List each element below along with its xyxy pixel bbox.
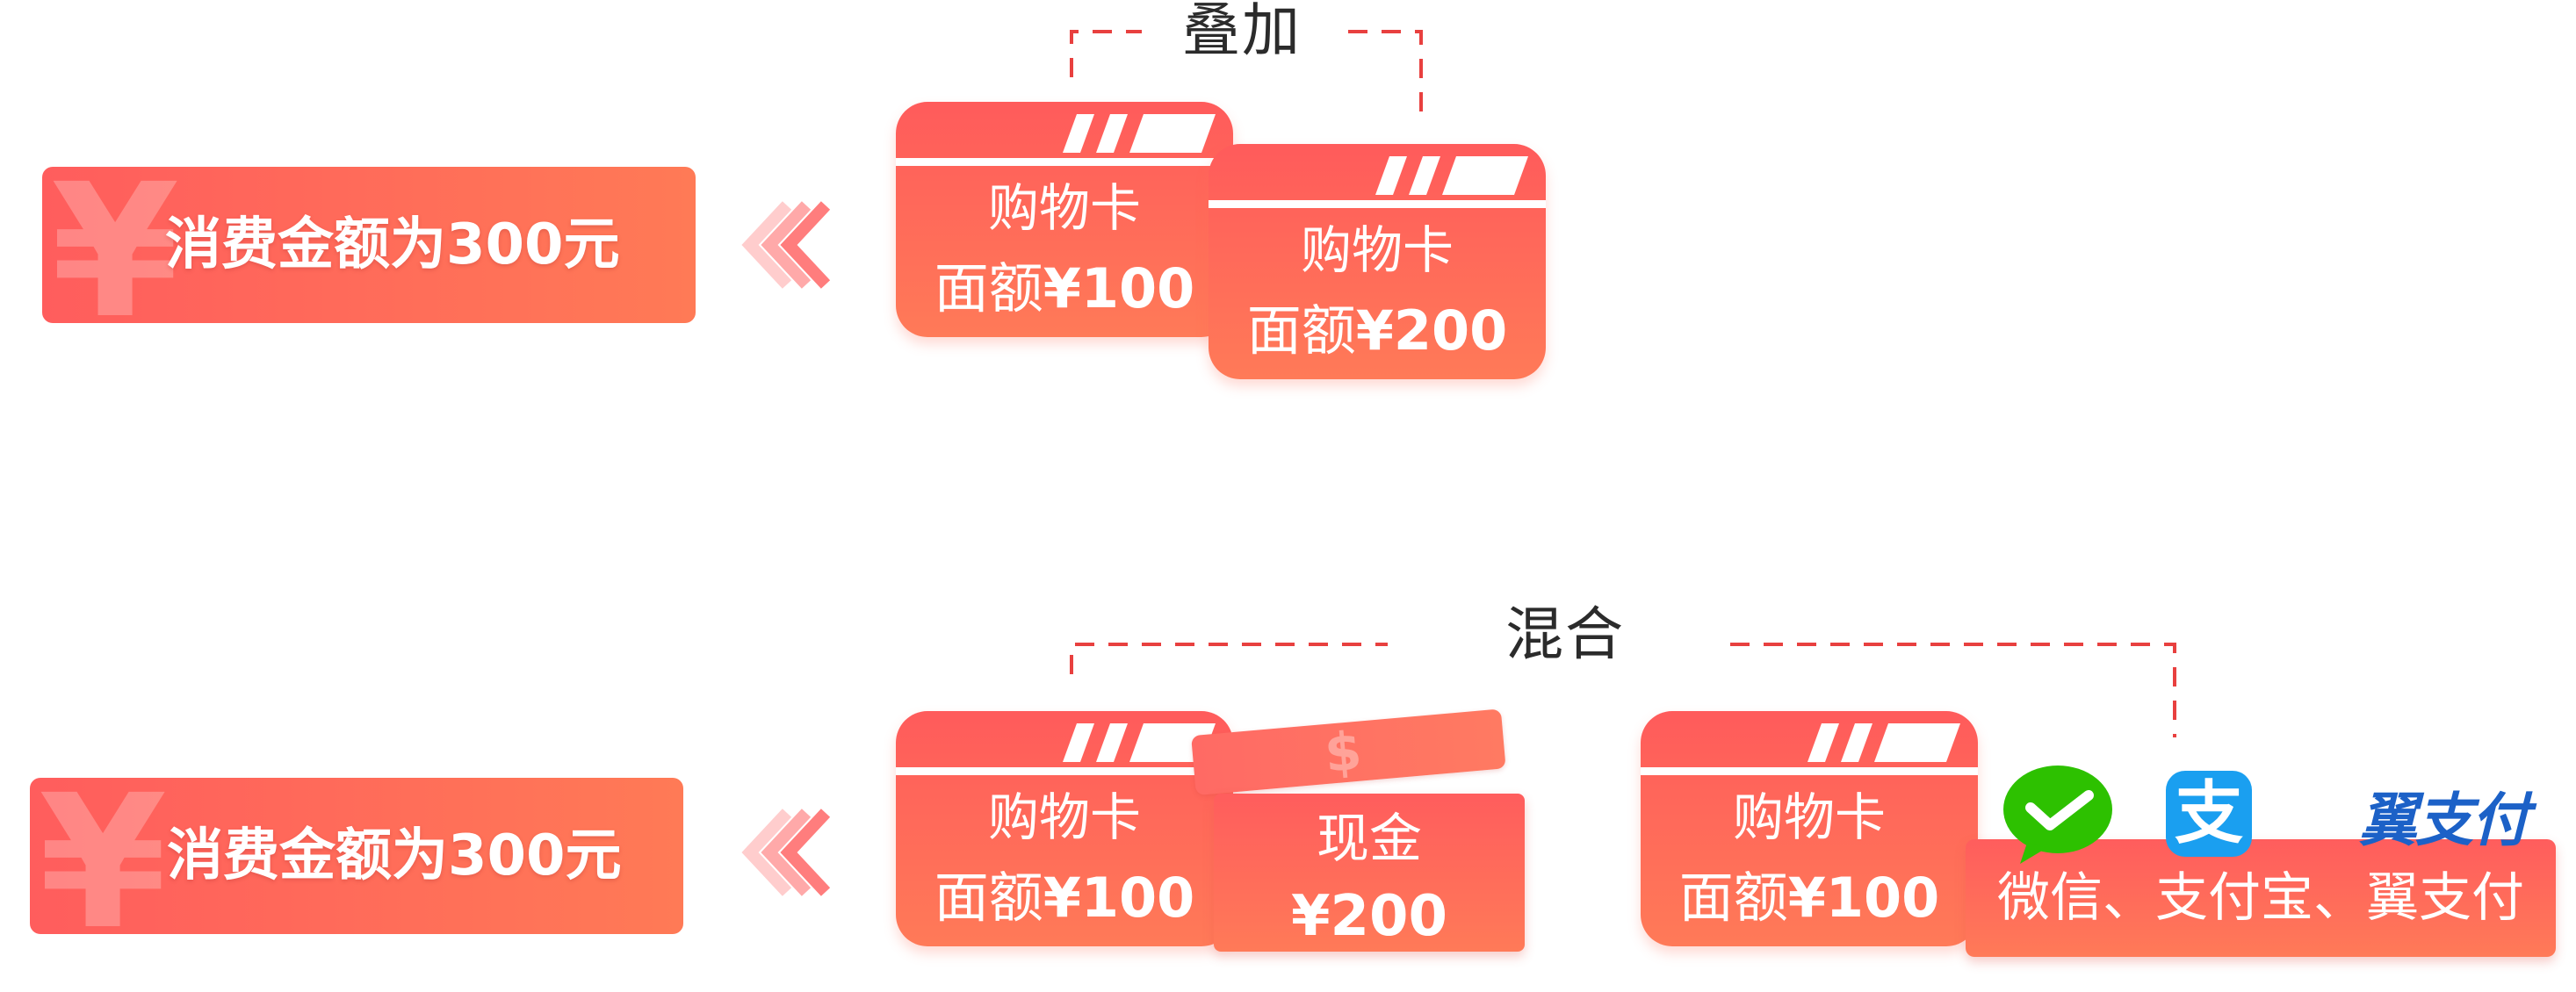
card-value-label: 面额 [934, 866, 1043, 930]
card-value-label: 面额 [1246, 298, 1356, 363]
card-stripe [896, 158, 1233, 166]
connector-left-top [1070, 30, 1142, 77]
payment-methods-text: 微信、支付宝、翼支付 [1997, 867, 2524, 929]
card-value: 面额¥200 [1209, 304, 1546, 358]
section-heading-stack: 叠加 [1182, 0, 1302, 64]
card-stripe-decoration [1063, 114, 1216, 153]
chevron-left-icon [741, 201, 831, 289]
card-value-label: 面额 [1678, 866, 1788, 930]
card-value-amount: ¥100 [1043, 256, 1195, 320]
card-stripe-decoration [1375, 156, 1528, 195]
bestpay-logo: 翼支付 [2359, 787, 2529, 854]
card-title: 购物卡 [987, 787, 1141, 847]
card-title: 购物卡 [987, 178, 1141, 238]
card-value: 面额¥100 [896, 871, 1233, 925]
yen-watermark-icon: ¥ [51, 167, 180, 323]
cash-amount: ¥200 [1290, 884, 1448, 949]
consumption-banner: ¥ 消费金额为300元 [30, 778, 683, 934]
card-stripe [1209, 200, 1546, 208]
consumption-banner: ¥ 消费金额为300元 [42, 167, 696, 323]
banner-text: 消费金额为300元 [167, 823, 622, 888]
card-stripe [1641, 767, 1978, 775]
shopping-card: 购物卡 面额¥100 [896, 711, 1233, 946]
card-value-amount: ¥200 [1355, 298, 1508, 363]
yen-watermark-icon: ¥ [39, 778, 168, 934]
payment-methods-box: 微信、支付宝、翼支付 [1966, 839, 2556, 957]
banner-text: 消费金额为300元 [165, 212, 620, 277]
alipay-icon: 支 [2166, 771, 2252, 857]
card-value-label: 面额 [934, 256, 1043, 320]
dollar-icon: $ [1322, 720, 1365, 785]
shopping-card: 购物卡 面额¥200 [1209, 144, 1546, 379]
shopping-card: 购物卡 面额¥100 [1641, 711, 1978, 946]
chevron-left-icon [741, 809, 831, 896]
connector-right-top [1348, 30, 1423, 123]
card-stripe-decoration [1808, 723, 1960, 762]
card-title: 购物卡 [1300, 220, 1454, 280]
card-value-amount: ¥100 [1043, 866, 1195, 930]
card-value-amount: ¥100 [1787, 866, 1940, 930]
connector-right-bottom [1730, 643, 2176, 737]
connector-left-bottom [1070, 643, 1388, 674]
shopping-card: 购物卡 面额¥100 [896, 102, 1233, 337]
card-title: 购物卡 [1732, 787, 1886, 847]
cash-note: 现金 ¥200 [1214, 794, 1525, 952]
cash-title: 现金 [1317, 809, 1422, 870]
card-stripe [896, 767, 1233, 775]
card-value: 面额¥100 [1641, 871, 1978, 925]
card-value: 面额¥100 [896, 262, 1233, 316]
section-heading-mix: 混合 [1505, 600, 1625, 668]
wechat-pay-icon [2003, 766, 2112, 864]
